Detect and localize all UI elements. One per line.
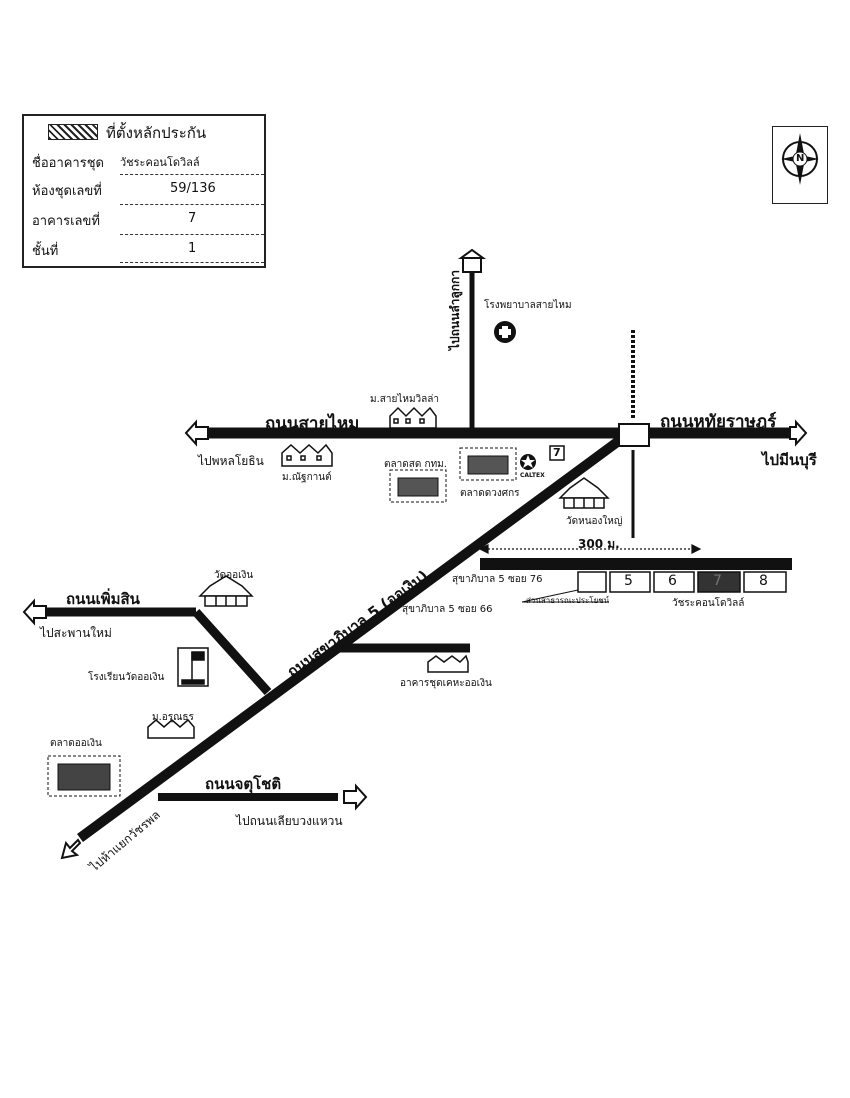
condo-building-7 <box>697 571 741 593</box>
place-label-duangsakorn-market: ตลาดดวงศกร <box>460 488 520 499</box>
legend-dotted-line <box>120 204 264 205</box>
place-label-o-ngoen-market: ตลาดออเงิน <box>50 738 102 749</box>
place-label-wat-o-ngoen: วัดออเงิน <box>214 570 254 581</box>
building-number-label: 5 <box>624 573 633 589</box>
place-label-school: โรงเรียนวัดออเงิน <box>88 672 165 683</box>
legend-title: ที่ตั้งหลักประกัน <box>106 124 207 142</box>
place-label-condo-keha: อาคารชุดเคหะออเงิน <box>400 678 492 689</box>
legend-value-floor: 1 <box>188 241 197 256</box>
place-label-seven: 7 <box>553 446 561 459</box>
legend-value-unit-no: 59/136 <box>170 181 216 196</box>
roads <box>46 272 792 843</box>
legend-dotted-line <box>120 234 264 235</box>
road-sukhaphiban5 <box>77 435 623 843</box>
house-icon-oranthon <box>147 718 195 739</box>
compass-icon: N <box>772 126 828 204</box>
direction-arrows <box>22 248 808 860</box>
legend-label-floor: ชั้นที่ <box>32 244 59 259</box>
road-label-soi66: สุขาภิบาล 5 ซอย 66 <box>402 604 493 615</box>
place-label-hospital: โรงพยาบาลสายไหม <box>484 300 572 311</box>
place-label-sai-mai-villa: ม.สายไหมวิลล่า <box>370 394 440 405</box>
road-label-chatuchot: ถนนจตุโชติ <box>205 775 282 793</box>
junction-symbol <box>618 423 650 447</box>
hospital-icon <box>494 321 516 343</box>
direction-label-phahon: ไปพหลโยธิน <box>198 454 264 468</box>
arrow-sw-watcharaphon <box>60 838 82 860</box>
legend-dotted-line <box>120 262 264 263</box>
place-label-wat-nong-yai: วัดหนองใหญ่ <box>566 516 623 527</box>
temple-icon-wat-nong-yai <box>558 477 610 509</box>
hatch-swatch-icon <box>48 124 98 140</box>
building-number-label: 7 <box>713 573 722 589</box>
place-label-bma-market: ตลาดสด กทม. <box>384 459 447 470</box>
arrow-east-chatuchot <box>343 783 368 811</box>
condo-building-empty <box>577 571 607 593</box>
road-phoem-sin-link <box>192 608 272 696</box>
road-label-hathai-rat: ถนนหทัยราษฎร์ <box>660 412 777 432</box>
place-label-nanthakan: ม.ณัฐกานต์ <box>282 472 332 483</box>
legend-value-condo-name: วัชระคอนโดวิลล์ <box>120 156 200 169</box>
temple-icons <box>198 477 610 607</box>
building-number-label: 8 <box>759 573 768 589</box>
road-label-lam-luk-ka: ไปถนนลำลูกกา <box>448 269 462 350</box>
condo-buildings <box>521 571 787 603</box>
distance-arrow <box>478 544 702 554</box>
direction-label-min-buri: ไปมีนบุรี <box>762 451 817 469</box>
seven-eleven-icon <box>549 445 565 461</box>
condo-building-6 <box>653 571 695 593</box>
house-icons <box>147 406 469 739</box>
place-label-caltex: CALTEX <box>520 472 545 479</box>
place-label-watchara-condo: วัชระคอนโดวิลล์ <box>672 598 745 609</box>
caltex-icon <box>520 454 536 470</box>
legend-value-building-no: 7 <box>188 211 197 226</box>
place-label-public-area: ส่วนสาธารณะประโยชน์ <box>526 596 610 605</box>
arrow-west-phoem-sin <box>22 598 47 626</box>
road-label-soi76: สุขาภิบาล 5 ซอย 76 <box>452 574 543 585</box>
legend-box: ที่ตั้งหลักประกัน ชื่ออาคารชุด วัชระคอนโ… <box>22 114 266 268</box>
legend-dotted-line <box>120 174 264 175</box>
market-icons <box>47 447 517 797</box>
road-label-phoem-sin: ถนนเพิ่มสิน <box>66 590 140 608</box>
house-icon-sai-mai-villa <box>389 406 437 429</box>
legend-label-building-no: อาคารเลขที่ <box>32 214 100 229</box>
condo-building-5 <box>609 571 651 593</box>
legend-label-unit-no: ห้องชุดเลขที่ <box>32 184 102 199</box>
direction-label-saphan-mai: ไปสะพานใหม่ <box>40 626 112 640</box>
house-icon-nanthakan <box>281 443 333 467</box>
condo-building-8 <box>743 571 787 593</box>
road-label-sai-mai: ถนนสายไหม <box>265 414 360 434</box>
north-label: N <box>796 153 805 164</box>
school-icon <box>177 647 209 687</box>
house-icon-condo-keha <box>427 654 469 673</box>
direction-label-kaset-ring: ไปถนนเลียบวงแหวน <box>236 814 343 828</box>
arrow-east-min-buri <box>789 419 808 447</box>
temple-icon-wat-o-ngoen <box>198 575 254 607</box>
legend-label-condo-name: ชื่ออาคารชุด <box>32 156 104 171</box>
distance-label: 300 ม. <box>578 537 620 551</box>
arrow-north-lam-luk-ka <box>462 257 482 273</box>
place-label-oranthon: ม.อรุณธร <box>152 712 194 723</box>
arrow-west-sai-mai <box>184 419 209 447</box>
building-number-label: 6 <box>668 573 677 589</box>
